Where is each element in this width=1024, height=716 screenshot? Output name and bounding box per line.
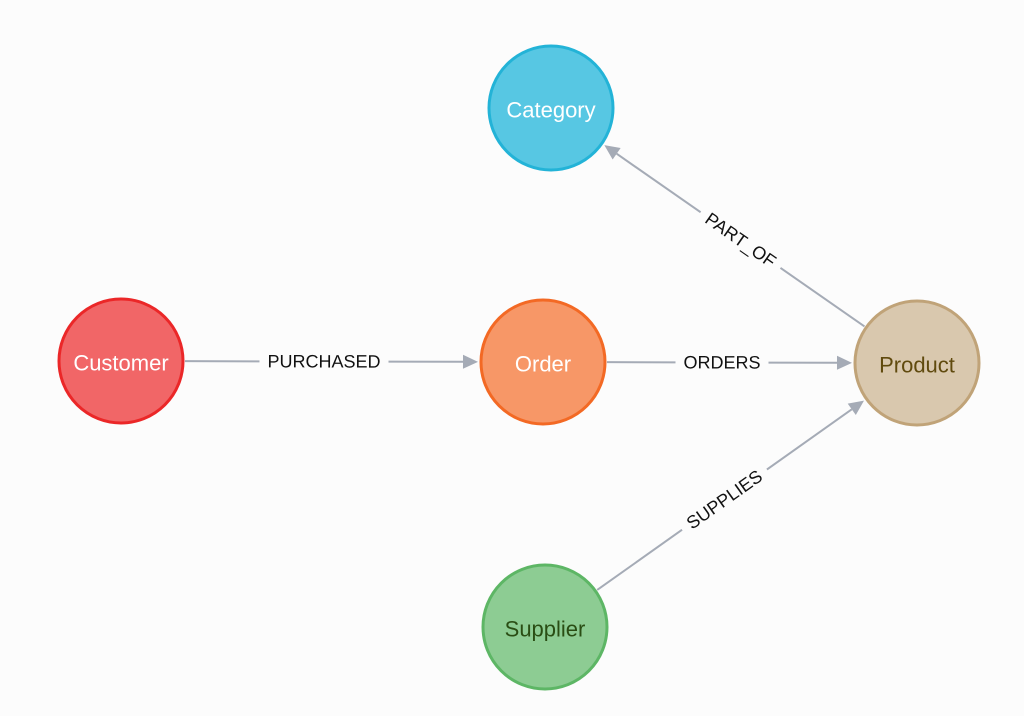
- node-label-order: Order: [515, 352, 571, 377]
- edges-layer: PURCHASED ORDERS PART_OF SUPPLIES: [184, 145, 866, 591]
- arrowhead-icon: [836, 355, 853, 370]
- node-circle-category[interactable]: [487, 44, 615, 172]
- node-circle-product[interactable]: [853, 299, 981, 427]
- edge-label-supplies: SUPPLIES: [683, 466, 766, 533]
- node-product[interactable]: Product: [853, 299, 981, 427]
- node-circle-order[interactable]: [479, 298, 607, 426]
- arrowhead-icon: [604, 145, 621, 160]
- edge-purchased[interactable]: PURCHASED: [184, 349, 479, 374]
- edge-label-part-of: PART_OF: [701, 209, 780, 273]
- edge-label-group-part-of: PART_OF: [693, 202, 788, 278]
- edge-label-group-supplies: SUPPLIES: [675, 459, 774, 540]
- arrowhead-icon: [462, 354, 479, 369]
- edge-label-background: [675, 350, 769, 375]
- node-supplier[interactable]: Supplier: [481, 563, 609, 691]
- edge-label-group-purchased: PURCHASED: [259, 349, 389, 374]
- edge-label-background: [693, 202, 788, 278]
- node-category[interactable]: Category: [487, 44, 615, 172]
- edge-label-orders: ORDERS: [683, 352, 760, 372]
- node-label-product: Product: [879, 353, 955, 378]
- edge-label-group-orders: ORDERS: [675, 350, 769, 375]
- arrowhead-icon: [847, 400, 864, 416]
- edge-orders[interactable]: ORDERS: [606, 350, 853, 375]
- node-label-category: Category: [506, 98, 595, 123]
- edge-label-background: [259, 349, 389, 374]
- edge-label-background: [675, 459, 774, 540]
- edge-part-of[interactable]: PART_OF: [604, 145, 866, 328]
- node-circle-supplier[interactable]: [481, 563, 609, 691]
- node-order[interactable]: Order: [479, 298, 607, 426]
- node-label-supplier: Supplier: [505, 617, 586, 642]
- edge-label-purchased: PURCHASED: [267, 351, 380, 371]
- node-circle-customer[interactable]: [57, 297, 185, 425]
- edge-supplies[interactable]: SUPPLIES: [596, 400, 864, 591]
- node-label-customer: Customer: [73, 351, 168, 376]
- node-customer[interactable]: Customer: [57, 297, 185, 425]
